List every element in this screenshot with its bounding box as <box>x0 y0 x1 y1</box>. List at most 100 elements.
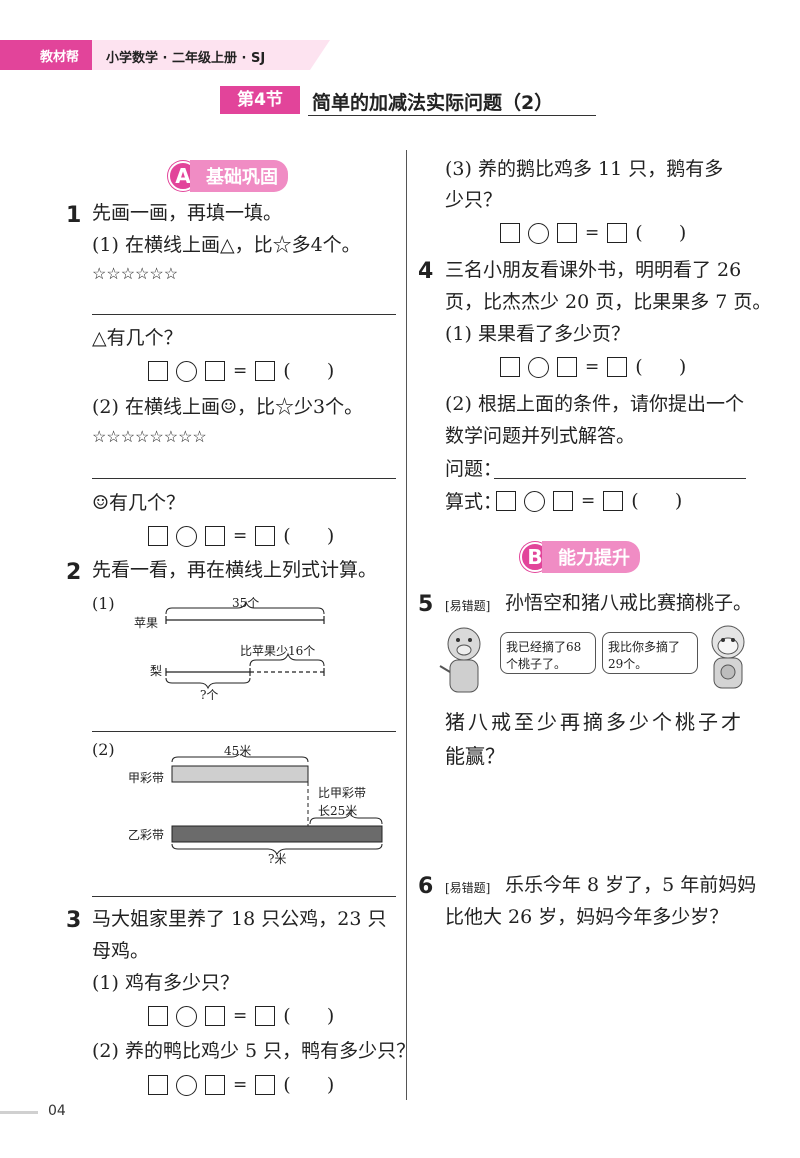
q3-line2: 母鸡。 <box>92 940 150 962</box>
equals-sign: = <box>233 361 248 381</box>
q2-d2-more2: 长25米 <box>318 804 358 818</box>
q6-number: 6 <box>418 874 434 899</box>
speech-bubble-right: 我比你多摘了 29个。 <box>602 632 698 674</box>
answer-box[interactable] <box>607 223 628 243</box>
answer-box[interactable] <box>607 357 628 377</box>
q2-d2-tag: (2) <box>92 740 115 759</box>
bubble-right-line1: 我比你多摘了 <box>608 640 681 654</box>
q5-text: 孙悟空和猪八戒比赛摘桃子。 <box>505 592 753 614</box>
bubble-left-line2: 个桃子了。 <box>506 657 567 671</box>
q2-d1-apple: 苹果 <box>134 616 159 630</box>
unit-paren[interactable]: ( ) <box>631 490 683 512</box>
answer-box[interactable] <box>148 526 168 546</box>
bubble-left-line1: 我已经摘了68 <box>506 640 582 654</box>
q5-number: 5 <box>418 592 434 617</box>
operator-circle[interactable] <box>176 360 197 382</box>
operator-circle[interactable] <box>176 525 197 547</box>
q6-line2: 比他大 26 岁，妈妈今年多少岁？ <box>445 906 729 928</box>
section-a-letter: A <box>168 161 198 191</box>
q1-ask1: △有几个？ <box>92 327 183 349</box>
q2-d1-tag: (1) <box>92 594 115 613</box>
unit-paren[interactable]: ( ) <box>635 356 687 378</box>
equals-sign: = <box>233 1075 248 1095</box>
q2-d2-a: 甲彩带 <box>128 771 165 785</box>
q3-part1: (1) 鸡有多少只？ <box>92 972 239 994</box>
answer-box[interactable] <box>500 223 520 243</box>
header-tag: 教材帮 <box>40 50 80 65</box>
q1-text: 先画一画，再填一填。 <box>92 202 283 224</box>
q1-part1: (1) 在横线上画△，比☆多4个。 <box>92 234 361 256</box>
q3-part3a: (3) 养的鹅比鸡多 11 只，鹅有多 <box>445 158 724 180</box>
q4-formula2: =( ) <box>496 490 682 512</box>
zhubajie-illustration <box>439 627 481 693</box>
operator-circle[interactable] <box>528 356 549 378</box>
q1-stars1: ☆☆☆☆☆☆ <box>92 264 179 283</box>
q2-d1-less: 比苹果少16个 <box>240 644 316 658</box>
answer-box[interactable] <box>148 1075 168 1095</box>
q3-formula1: = ( ) <box>148 1005 334 1027</box>
q1-formula1: = ( ) <box>148 360 334 382</box>
answer-box[interactable] <box>148 1006 168 1026</box>
answer-box[interactable] <box>148 361 168 381</box>
answer-box[interactable] <box>205 526 225 546</box>
q2-line1 <box>92 731 396 732</box>
answer-box[interactable] <box>205 1075 225 1095</box>
equals-sign: = <box>233 1006 248 1026</box>
q3-formula2: = ( ) <box>148 1074 334 1096</box>
q1-number: 1 <box>66 203 82 228</box>
q4-number: 4 <box>418 259 434 284</box>
q4-part2b: 数学问题并列式解答。 <box>445 425 636 447</box>
q1-line1 <box>92 314 396 315</box>
bubble-right-line2: 29个。 <box>608 657 648 671</box>
q4-question-label: 问题： <box>445 458 503 480</box>
answer-box[interactable] <box>553 491 573 511</box>
section-b-badge: B 能力提升 <box>520 541 640 573</box>
answer-box[interactable] <box>205 361 225 381</box>
answer-box[interactable] <box>205 1006 225 1026</box>
page-number: 04 <box>48 1103 66 1119</box>
q5-tag: [易错题] <box>445 599 491 613</box>
answer-box[interactable] <box>557 357 577 377</box>
q1-line2 <box>92 478 396 479</box>
equals-sign: = <box>585 357 600 377</box>
page-number-rule <box>0 1111 38 1114</box>
answer-box[interactable] <box>255 361 276 381</box>
operator-circle[interactable] <box>176 1074 197 1096</box>
answer-box[interactable] <box>603 491 624 511</box>
speech-bubble-left: 我已经摘了68 个桃子了。 <box>500 632 596 674</box>
q2-d1-pear: 梨 <box>150 664 163 678</box>
answer-box[interactable] <box>255 1075 276 1095</box>
unit-paren[interactable]: ( ) <box>283 525 335 547</box>
q1-stars2: ☆☆☆☆☆☆☆☆ <box>92 427 207 446</box>
q3-line1: 马大姐家里养了 18 只公鸡，23 只 <box>92 908 387 930</box>
q3-part2: (2) 养的鸭比鸡少 5 只，鸭有多少只？ <box>92 1040 416 1062</box>
section-b-label: 能力提升 <box>542 541 640 573</box>
unit-paren[interactable]: ( ) <box>283 1074 335 1096</box>
q2-d1-q: ?个 <box>200 688 219 702</box>
section-a-label: 基础巩固 <box>190 160 288 192</box>
operator-circle[interactable] <box>528 222 549 244</box>
q2-diagram2 <box>171 754 383 854</box>
q5-ask1: 猪八戒至少再摘多少个桃子才 <box>445 710 744 734</box>
q2-line2 <box>92 896 396 897</box>
q2-diagram1 <box>165 600 325 690</box>
unit-paren[interactable]: ( ) <box>283 360 335 382</box>
q4-part1: (1) 果果看了多少页？ <box>445 323 630 345</box>
header-shape <box>0 40 330 70</box>
q3-formula3: =( ) <box>500 222 686 244</box>
answer-box[interactable] <box>255 526 276 546</box>
q4-line1: 三名小朋友看课外书，明明看了 26 <box>445 259 742 281</box>
unit-paren[interactable]: ( ) <box>635 222 687 244</box>
q4-question-line[interactable] <box>494 478 746 479</box>
q6-tag: [易错题] <box>445 881 491 895</box>
q4-line2: 页，比杰杰少 20 页，比果果多 7 页。 <box>445 291 772 313</box>
answer-box[interactable] <box>557 223 577 243</box>
unit-paren[interactable]: ( ) <box>283 1005 335 1027</box>
q2-d2-b: 乙彩带 <box>128 828 165 842</box>
operator-circle[interactable] <box>176 1005 197 1027</box>
equals-sign: = <box>233 526 248 546</box>
answer-box[interactable] <box>255 1006 276 1026</box>
operator-circle[interactable] <box>524 490 545 512</box>
answer-box[interactable] <box>500 357 520 377</box>
answer-box[interactable] <box>496 491 516 511</box>
